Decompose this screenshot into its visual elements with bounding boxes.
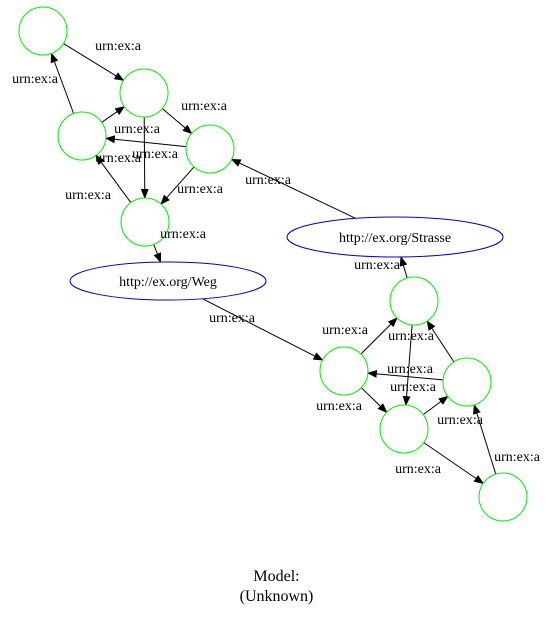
edge-label: urn:ex:a [316,399,363,414]
blank-node-c1 [389,276,439,326]
edge-b4-to-b5 [160,166,195,205]
edge-c3-to-c5 [423,442,485,484]
uri-node-strasse [286,216,504,258]
blank-node-b5 [120,197,170,247]
caption-model-label: Model: [253,568,300,585]
edge-c2-to-c3 [360,387,388,413]
blank-node-b4 [185,124,235,174]
blank-node-c5 [478,472,528,522]
edge-c1-to-strasse [399,256,408,279]
edge-c4-to-c1 [426,320,455,363]
edge-label: urn:ex:a [387,362,434,377]
blank-node-c3 [379,404,429,454]
blank-node-c2 [319,346,369,396]
edge-b3-to-b1 [50,52,75,114]
edge-label: urn:ex:a [181,99,228,114]
edge-label: urn:ex:a [354,258,401,273]
edge-label: urn:ex:a [322,323,369,338]
edge-b2-to-b5 [140,116,149,199]
edge-label: urn:ex:a [132,147,179,162]
blank-node-c4 [442,357,492,407]
edge-label: urn:ex:a [395,462,442,477]
uri-node-label-weg: http://ex.org/Weg [119,275,217,290]
edge-c1-to-c3 [402,324,413,407]
caption-model-value: (Unknown) [239,588,314,605]
edge-label: urn:ex:a [388,329,435,344]
edge-b4-to-b3 [104,135,187,148]
edge-c2-to-c1 [360,317,398,355]
blank-node-b3 [57,111,107,161]
edge-label: urn:ex:a [245,173,292,188]
edge-label: urn:ex:a [160,227,207,242]
uri-node-label-strasse: http://ex.org/Strasse [339,231,451,246]
edge-label: urn:ex:a [390,380,437,395]
edge-c3-to-c4 [422,395,449,416]
uri-node-weg [69,261,267,301]
nodes-layer: http://ex.org/Weg http://ex.org/Strasse [18,6,528,522]
edge-labels-layer: urn:ex:aurn:ex:aurn:ex:aurn:ex:aurn:ex:a… [12,39,541,477]
edge-weg-to-c2 [202,298,324,361]
blank-node-b2 [119,68,169,118]
edge-c5-to-c4 [473,403,497,475]
blank-node-b1 [18,6,68,56]
edge-label: urn:ex:a [12,72,59,87]
edge-label: urn:ex:a [437,413,484,428]
edge-b5-to-b3 [95,154,132,203]
edge-label: urn:ex:a [95,39,142,54]
edge-label: urn:ex:a [494,450,541,465]
edge-b3-to-b2 [101,106,126,123]
edge-label: urn:ex:a [209,311,256,326]
edge-strasse-to-b4 [230,158,357,219]
edge-c4-to-c2 [366,369,444,381]
edge-b1-to-b2 [63,43,125,81]
edge-label: urn:ex:a [65,188,112,203]
edge-b2-to-b4 [161,108,193,135]
edge-label: urn:ex:a [95,151,142,166]
edge-label: urn:ex:a [114,122,161,137]
edge-b5-to-weg [153,244,162,264]
edges-layer [50,43,497,484]
edge-label: urn:ex:a [177,182,224,197]
